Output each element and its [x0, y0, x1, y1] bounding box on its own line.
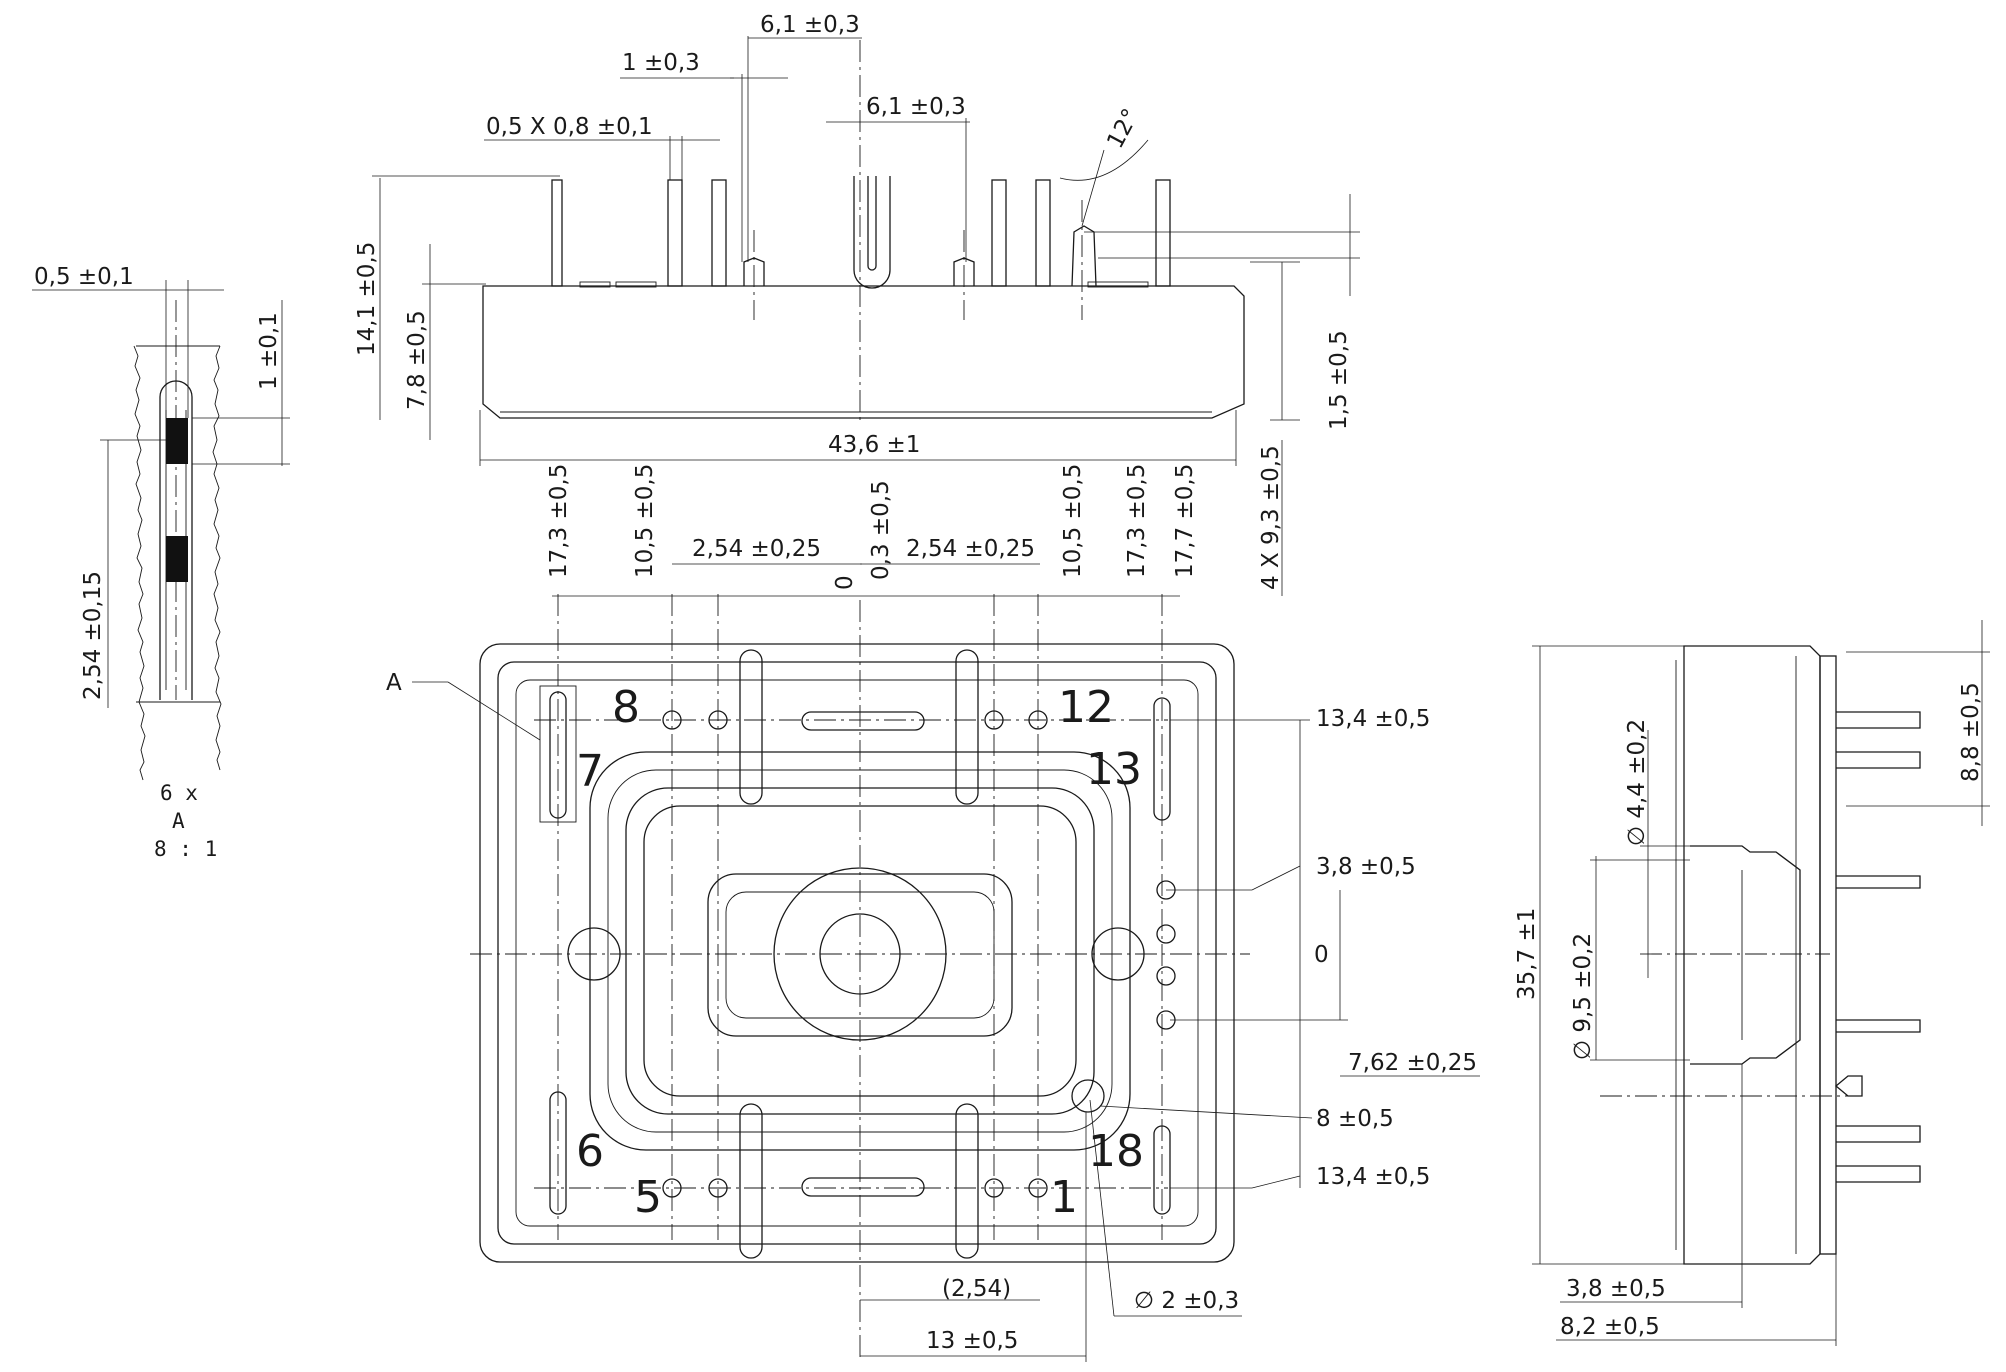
- angle-ref-line: [1081, 149, 1105, 227]
- break-line-right: [212, 345, 222, 771]
- y-dim-1: 13,4 ±0,5: [1316, 706, 1430, 732]
- slot-bottom-right: [955, 1103, 979, 1259]
- y-leader-6: [1251, 1175, 1301, 1189]
- pin-offset-2-label: 6,1 ±0,3: [866, 94, 966, 120]
- pin-3: [711, 179, 727, 287]
- pin-offset-1-label: 6,1 ±0,3: [760, 12, 860, 38]
- hslot-bottom: [801, 1177, 925, 1197]
- detail-note-line1: 6 x: [160, 781, 198, 805]
- pad-2: [615, 281, 657, 288]
- side-pin-6: [1836, 1165, 1921, 1183]
- depth-2-label: 8,2 ±0,5: [1560, 1314, 1660, 1340]
- orientation-hole: [1071, 1079, 1105, 1113]
- x-dim-8: 17,3 ±0,5: [1124, 464, 1150, 578]
- side-pin-4: [1836, 1019, 1921, 1033]
- contact-block-1: [166, 418, 188, 464]
- x-dim-3: 2,54 ±0,25: [692, 536, 821, 562]
- pin-section-label: 0,5 X 0,8 ±0,1: [486, 114, 653, 140]
- pin-5: [1035, 179, 1051, 287]
- top-view: 6,1 ±0,3 1 ±0,3 6,1 ±0,3 0,5 X 0,8 ±0,1 …: [354, 12, 1360, 596]
- x-dim-7: 10,5 ±0,5: [1060, 464, 1086, 578]
- bottom-ref-label: (2,54): [942, 1276, 1011, 1302]
- boss-tilted: [1071, 225, 1097, 287]
- x-dim-9: 17,7 ±0,5: [1172, 464, 1198, 578]
- detail-width-label: 0,5 ±0,1: [34, 264, 134, 290]
- pad-3: [1087, 281, 1149, 288]
- body-outline: [482, 285, 1245, 419]
- hole-dia-leader: [1089, 1099, 1115, 1317]
- overall-height-label: 14,1 ±0,5: [354, 242, 380, 356]
- detail-note-line2: A: [172, 809, 185, 833]
- overall-length-label: 43,6 ±1: [828, 432, 920, 458]
- slot-top-left: [739, 649, 763, 805]
- pin-1: [551, 179, 563, 287]
- x-dim-5: 0,3 ±0,5: [868, 480, 894, 580]
- pin-width-label: 1 ±0,3: [622, 50, 700, 76]
- hslot-top: [801, 711, 925, 731]
- depth-1-label: 3,8 ±0,5: [1566, 1276, 1666, 1302]
- hole-dia-label: ∅ 2 ±0,3: [1134, 1288, 1239, 1314]
- x-dim-4: 0: [832, 575, 858, 590]
- y-ext-5: [1099, 1105, 1313, 1119]
- side-pin-3: [1836, 875, 1921, 889]
- pin-label-1: 1: [1050, 1172, 1078, 1223]
- pin-label-18: 18: [1088, 1126, 1144, 1177]
- body-height-label: 7,8 ±0,5: [404, 310, 430, 410]
- bottom-dim-label: 13 ±0,5: [926, 1328, 1018, 1354]
- pin-pitch-count-label: 4 X 9,3 ±0,5: [1258, 445, 1284, 590]
- side-pin-2: [1836, 751, 1921, 769]
- side-lid: [1819, 655, 1837, 1255]
- y-dim-5: 8 ±0,5: [1316, 1106, 1394, 1132]
- y-dim-2: 3,8 ±0,5: [1316, 854, 1416, 880]
- detail-a-leader: [447, 681, 541, 741]
- side-pin-1: [1836, 711, 1921, 729]
- y-dim-3: 0: [1314, 942, 1329, 968]
- angle-label: 12°: [1102, 105, 1144, 153]
- front-inner-2: [515, 679, 1199, 1227]
- pin-u-center: [853, 176, 891, 289]
- detail-view-a: 0,5 ±0,1 1 ±0,1 2,54 ±0,15 6 x A 8 : 1: [32, 264, 290, 861]
- pin-2: [667, 179, 683, 287]
- pin-label-12: 12: [1058, 682, 1114, 733]
- side-pin-5: [1836, 1125, 1921, 1143]
- break-line-left: [133, 345, 146, 781]
- front-view: 8 12 7 13 6 18 5 1 A 17,3 ±0,5 10,5 ±0,5…: [386, 464, 1480, 1362]
- pin-label-6: 6: [576, 1126, 604, 1177]
- pin-4: [991, 179, 1007, 287]
- side-pin-span-label: 8,8 ±0,5: [1958, 682, 1984, 782]
- pin-6: [1155, 179, 1171, 287]
- y-dim-6: 13,4 ±0,5: [1316, 1164, 1430, 1190]
- pin-hole-r2: [1156, 924, 1176, 944]
- detail-ref-label: A: [386, 670, 402, 696]
- x-dim-6: 2,54 ±0,25: [906, 536, 1035, 562]
- pad-1: [579, 281, 611, 288]
- pin-label-8: 8: [612, 682, 640, 733]
- y-dim-4: 7,62 ±0,25: [1348, 1050, 1477, 1076]
- pin-hole-r3: [1156, 966, 1176, 986]
- y-leader-2: [1251, 865, 1301, 891]
- side-tilt-boss: [1834, 1075, 1863, 1097]
- contact-block-2: [166, 536, 188, 582]
- side-section-cut: [1690, 845, 1801, 1065]
- detail-height-label: 1 ±0,1: [256, 312, 282, 390]
- outer-dia-label: ∅ 9,5 ±0,2: [1570, 933, 1596, 1060]
- front-outline: [479, 643, 1235, 1263]
- angle-arc: [1059, 139, 1149, 181]
- step-height-label: 1,5 ±0,5: [1326, 330, 1352, 430]
- side-height-label: 35,7 ±1: [1514, 908, 1540, 1000]
- pin-label-13: 13: [1086, 744, 1142, 795]
- front-inner-1: [497, 661, 1217, 1245]
- inner-dia-label: ∅ 4,4 ±0,2: [1624, 719, 1650, 846]
- detail-note-line3: 8 : 1: [154, 837, 217, 861]
- slot-bottom-left: [739, 1103, 763, 1259]
- side-view: 35,7 ±1 8,8 ±0,5 ∅ 4,4 ±0,2 ∅ 9,5 ±0,2 3…: [1514, 620, 1990, 1346]
- pin-label-5: 5: [634, 1172, 662, 1223]
- detail-pitch-label: 2,54 ±0,15: [80, 571, 106, 700]
- slot-top-right: [955, 649, 979, 805]
- x-dim-2: 10,5 ±0,5: [632, 464, 658, 578]
- pin-label-7: 7: [576, 746, 604, 797]
- x-dim-1: 17,3 ±0,5: [546, 464, 572, 578]
